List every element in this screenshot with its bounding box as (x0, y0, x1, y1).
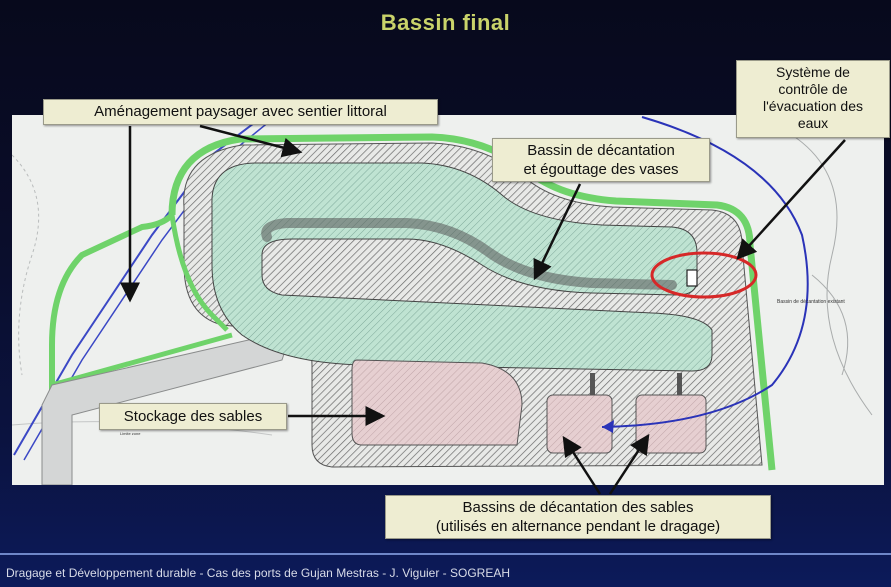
sand-basins-callout-line: (utilisés en alternance pendant le draga… (435, 518, 721, 535)
sand-basin-1 (546, 394, 613, 454)
sand-storage-callout: Stockage des sables (99, 403, 287, 430)
control-callout-line: l'évacuation des (763, 98, 863, 114)
sand-storage-area (351, 359, 523, 446)
footer-divider (0, 553, 891, 555)
plan-small-label: Limite zone (120, 431, 141, 436)
control-callout-line: Système de (776, 64, 850, 80)
site-plan-drawing: Bassin de décantation existant Limite zo… (12, 116, 873, 485)
sand-basin-inlet (677, 373, 682, 395)
control-callout-line: contrôle de (778, 81, 848, 97)
sand-basins-callout: Bassins de décantation des sables (utili… (385, 495, 771, 539)
background-contour (811, 274, 849, 376)
control-highlight-circle (650, 251, 758, 299)
landscape-callout-text: Aménagement paysager avec sentier littor… (94, 103, 387, 120)
green-littoral-path (169, 214, 229, 332)
decant-callout-line: Bassin de décantation (527, 142, 675, 159)
background-contour (791, 134, 873, 416)
background-contour (12, 154, 40, 376)
green-littoral-path (49, 212, 175, 485)
sand-basin-inlet (590, 373, 595, 395)
slide-footer: Dragage et Développement durable - Cas d… (6, 566, 511, 580)
sand-basin-2 (635, 394, 707, 454)
control-callout-line: eaux (797, 115, 829, 131)
control-structure (686, 269, 698, 287)
decantation-basin-callout: Bassin de décantation et égouttage des v… (492, 138, 710, 182)
landscape-callout: Aménagement paysager avec sentier littor… (43, 99, 438, 125)
sand-storage-callout-text: Stockage des sables (123, 408, 263, 425)
control-system-callout: Système de contrôle de l'évacuation des … (736, 60, 890, 138)
plan-small-label: Bassin de décantation existant (777, 299, 845, 305)
water-flow-arrowhead (602, 420, 614, 433)
sand-basins-callout-line: Bassins de décantation des sables (462, 499, 694, 516)
decant-callout-line: et égouttage des vases (523, 161, 679, 178)
slide-title: Bassin final (380, 10, 511, 35)
green-littoral-path (51, 332, 233, 388)
